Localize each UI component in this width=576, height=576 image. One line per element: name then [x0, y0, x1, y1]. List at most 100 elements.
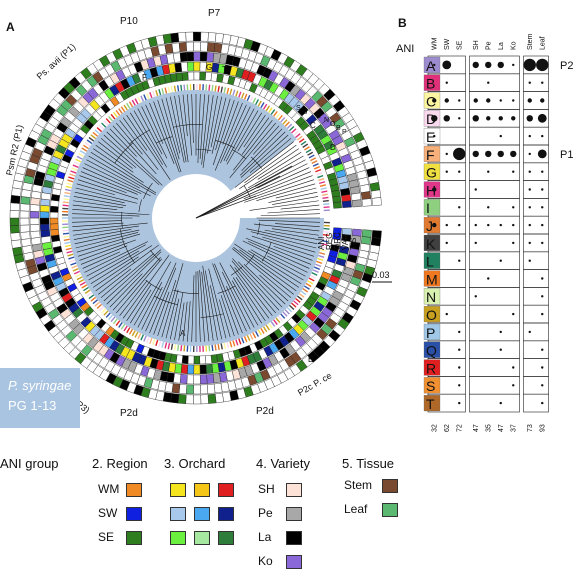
ani-tick — [73, 270, 80, 275]
matrix-cell-box — [523, 287, 549, 306]
abundance-dot — [528, 134, 531, 138]
ring-cell — [30, 230, 41, 239]
matrix-cell-box — [523, 304, 549, 324]
ani-tick — [232, 340, 236, 347]
orchard-swatch — [194, 507, 210, 521]
abundance-dot — [433, 63, 436, 67]
tree-tip — [237, 112, 262, 152]
tree-tip — [133, 261, 172, 326]
tree-tip — [241, 117, 270, 155]
matrix-cell-box — [469, 73, 520, 92]
tree-tip — [271, 228, 319, 236]
ani-tick — [265, 324, 271, 331]
tree-tip — [103, 134, 160, 186]
tree-tip — [137, 108, 163, 155]
ani-tick — [211, 84, 214, 92]
ani-tick — [211, 344, 214, 352]
tree-tip — [112, 257, 161, 311]
ring-cell — [193, 41, 201, 52]
tree-tip — [141, 286, 163, 330]
tree-tip — [145, 262, 177, 332]
ani-tick — [275, 112, 281, 119]
tree-branches — [72, 94, 320, 342]
ani-tick — [66, 250, 73, 254]
tree-tip — [249, 138, 292, 173]
ani-tick — [302, 143, 309, 148]
ani-tick — [88, 136, 95, 142]
tree-arc — [156, 136, 173, 144]
ani-tick — [322, 236, 329, 240]
tree-tip — [112, 125, 157, 175]
tree-tip — [74, 191, 125, 204]
ani-tick — [146, 93, 150, 100]
tree-tip — [77, 240, 125, 257]
ani-tick — [161, 88, 165, 95]
outgroup-branch — [195, 185, 269, 219]
abundance-dot — [541, 366, 544, 369]
clade-label-f_label: F — [142, 73, 147, 82]
tree-tip — [234, 267, 273, 316]
tree-tip — [98, 141, 133, 169]
variety-swatch — [286, 555, 302, 569]
ani-tick — [79, 281, 86, 286]
tree-arc — [245, 254, 255, 266]
matrix-cell-box — [469, 215, 520, 235]
matrix-col-total: 93 — [539, 424, 546, 432]
ani-tick — [90, 134, 97, 140]
legend-ani-title: ANI group — [0, 456, 59, 471]
ani-tick — [277, 315, 283, 321]
clade-label-ps_avii: Ps. avii (P1) — [35, 42, 78, 82]
abundance-dot — [499, 330, 502, 334]
abundance-dot — [499, 401, 502, 405]
abundance-dot — [497, 61, 504, 69]
ani-tick — [84, 142, 91, 147]
ring-cell — [207, 42, 216, 53]
tree-tip — [122, 255, 170, 319]
tree-arc — [173, 124, 203, 128]
ani-tick — [98, 124, 105, 130]
clade-label-p2d_a: P2d — [120, 408, 138, 419]
ani-group-letter: N — [426, 289, 436, 305]
panel-b-label: B — [398, 16, 407, 30]
tree-tip — [239, 148, 299, 190]
matrix-cell-box — [523, 126, 549, 146]
ani-tick — [103, 120, 109, 126]
ani-tick — [254, 99, 260, 106]
ani-group-letter: T — [426, 396, 435, 412]
matrix-cell-box — [523, 180, 549, 199]
ring-cell — [49, 211, 59, 219]
abundance-dot — [541, 170, 544, 173]
abundance-dot — [458, 366, 461, 369]
ani-group-swatch — [423, 92, 441, 109]
ani-group-letter: Q — [426, 343, 437, 359]
abundance-dot — [458, 401, 461, 405]
outgroup-branches — [195, 165, 293, 219]
tree-tip — [100, 253, 155, 298]
abundance-dot — [528, 81, 531, 84]
ani-tick — [68, 256, 75, 260]
ani-tick — [94, 301, 100, 307]
ring-cell — [207, 393, 217, 404]
ring-cell — [179, 52, 188, 62]
tree-tip — [72, 222, 148, 232]
ring-cell — [371, 197, 382, 206]
ani-tick — [79, 150, 86, 155]
ani-group-swatch — [423, 306, 441, 323]
tree-tip — [95, 144, 134, 173]
tree-tip — [267, 209, 320, 214]
tree-tip — [253, 223, 320, 232]
tree-tip — [116, 122, 143, 155]
ani-tick — [120, 323, 126, 330]
ring-cell — [29, 204, 40, 212]
ani-tick — [67, 253, 74, 257]
tree-tip — [268, 191, 318, 203]
ani-tick — [305, 282, 312, 288]
ani-tick — [75, 273, 82, 278]
ring-cell — [11, 239, 22, 249]
ring-cell — [9, 225, 20, 234]
abundance-dot — [528, 206, 531, 209]
ani-group-swatch — [423, 56, 441, 73]
legend-variety-title: 4. Variety — [256, 456, 310, 471]
abundance-dot — [458, 206, 461, 209]
ani-group-letter: P — [426, 325, 435, 341]
